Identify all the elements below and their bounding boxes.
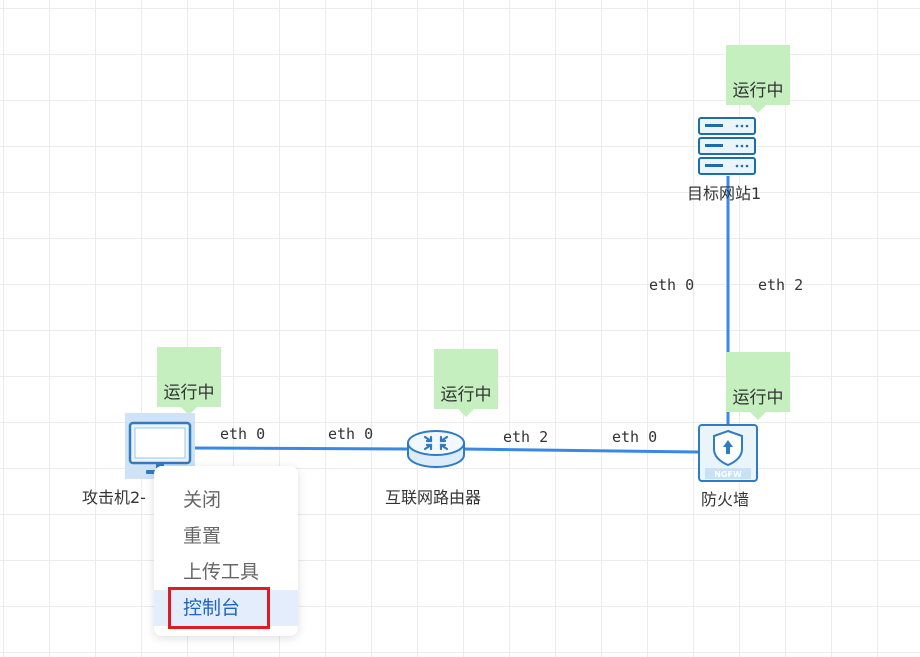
status-text: 运行中	[440, 385, 492, 405]
node-label-router: 互联网路由器	[385, 488, 482, 507]
port-label-firewall-eth2: eth 2	[758, 276, 804, 294]
menu-item-close[interactable]: 关闭	[183, 489, 222, 511]
status-text: 运行中	[163, 383, 215, 403]
port-label-router-eth2: eth 2	[503, 428, 549, 446]
port-label-router-eth0: eth 0	[328, 425, 374, 443]
status-badge-router: 运行中	[434, 349, 498, 417]
context-menu: 关闭 重置 上传工具 控制台	[154, 466, 298, 636]
server-icon	[698, 117, 756, 175]
router-icon	[407, 430, 465, 468]
status-badge-firewall: 运行中	[726, 352, 790, 420]
port-label-website-eth0: eth 0	[649, 276, 695, 294]
node-firewall[interactable]: NGFW	[698, 424, 758, 482]
status-badge-attacker: 运行中	[157, 347, 221, 415]
node-label-attacker: 攻击机2-	[82, 488, 146, 507]
menu-item-upload-tool[interactable]: 上传工具	[183, 561, 260, 583]
status-text: 运行中	[732, 388, 784, 408]
link-attacker-router[interactable]	[192, 446, 411, 451]
port-label-attacker-eth0: eth 0	[220, 425, 266, 443]
node-label-website: 目标网站1	[687, 184, 762, 203]
node-website[interactable]	[697, 116, 759, 178]
firewall-icon: NGFW	[698, 424, 758, 482]
status-text: 运行中	[732, 81, 784, 101]
menu-item-reset[interactable]: 重置	[183, 525, 222, 547]
node-router[interactable]	[405, 425, 467, 471]
menu-item-console[interactable]: 控制台	[154, 590, 298, 626]
link-router-firewall[interactable]	[463, 447, 699, 454]
port-label-firewall-eth0: eth 0	[612, 428, 658, 446]
ngfw-text: NGFW	[714, 470, 742, 479]
node-label-firewall: 防火墙	[701, 490, 750, 509]
status-badge-website: 运行中	[726, 45, 790, 113]
